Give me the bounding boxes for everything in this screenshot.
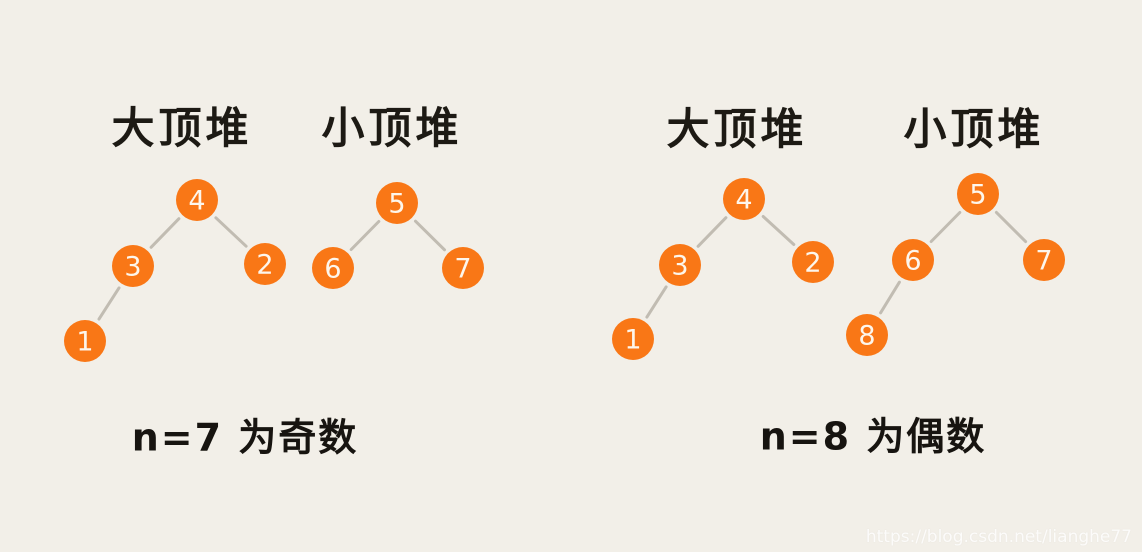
- node-value: 6: [324, 254, 341, 285]
- tree-node: 1: [612, 318, 654, 360]
- tree-node: 1: [64, 320, 106, 362]
- tree-node: 2: [792, 241, 834, 283]
- node-circle: [442, 247, 484, 289]
- node-value: 2: [804, 248, 821, 279]
- tree-edge: [696, 216, 728, 248]
- tree-edge: [879, 280, 901, 315]
- node-circle: [312, 247, 354, 289]
- node-value: 6: [904, 246, 921, 277]
- tree-edge: [149, 217, 181, 249]
- tree-edge: [414, 219, 446, 252]
- tree-node: 4: [176, 179, 218, 221]
- tree-edge: [645, 285, 668, 319]
- node-value: 4: [188, 186, 205, 217]
- node-circle: [792, 241, 834, 283]
- tree-node: 4: [723, 178, 765, 220]
- tree-node: 7: [442, 247, 484, 289]
- node-value: 8: [858, 321, 875, 352]
- node-circle: [1023, 239, 1065, 281]
- tree-node: 6: [312, 247, 354, 289]
- node-circle: [957, 173, 999, 215]
- node-circle: [244, 243, 286, 285]
- node-value: 1: [76, 327, 93, 358]
- tree-node: 6: [892, 239, 934, 281]
- tree-node: 3: [112, 245, 154, 287]
- tree-edge: [214, 216, 248, 248]
- node-value: 3: [671, 251, 688, 282]
- node-circle: [176, 179, 218, 221]
- node-circle: [376, 182, 418, 224]
- node-value: 3: [124, 252, 141, 283]
- tree-node: 2: [244, 243, 286, 285]
- tree-edge: [929, 211, 962, 243]
- node-value: 5: [388, 189, 405, 220]
- tree-node: 3: [659, 244, 701, 286]
- node-circle: [112, 245, 154, 287]
- tree-node: 8: [846, 314, 888, 356]
- node-circle: [612, 318, 654, 360]
- tree-node: 5: [376, 182, 418, 224]
- node-value: 1: [624, 325, 641, 356]
- tree-node: 7: [1023, 239, 1065, 281]
- tree-edge: [994, 210, 1028, 244]
- node-circle: [723, 178, 765, 220]
- node-value: 7: [1035, 246, 1052, 277]
- node-value: 2: [256, 250, 273, 281]
- node-circle: [846, 314, 888, 356]
- tree-node: 5: [957, 173, 999, 215]
- tree-edge: [761, 215, 796, 246]
- node-value: 4: [735, 185, 752, 216]
- node-value: 7: [454, 254, 471, 285]
- node-value: 5: [969, 180, 986, 211]
- node-circle: [892, 239, 934, 281]
- tree-edge: [97, 286, 121, 321]
- node-circle: [659, 244, 701, 286]
- tree-edge: [349, 220, 381, 251]
- node-circle: [64, 320, 106, 362]
- watermark: https://blog.csdn.net/lianghe77: [865, 527, 1132, 547]
